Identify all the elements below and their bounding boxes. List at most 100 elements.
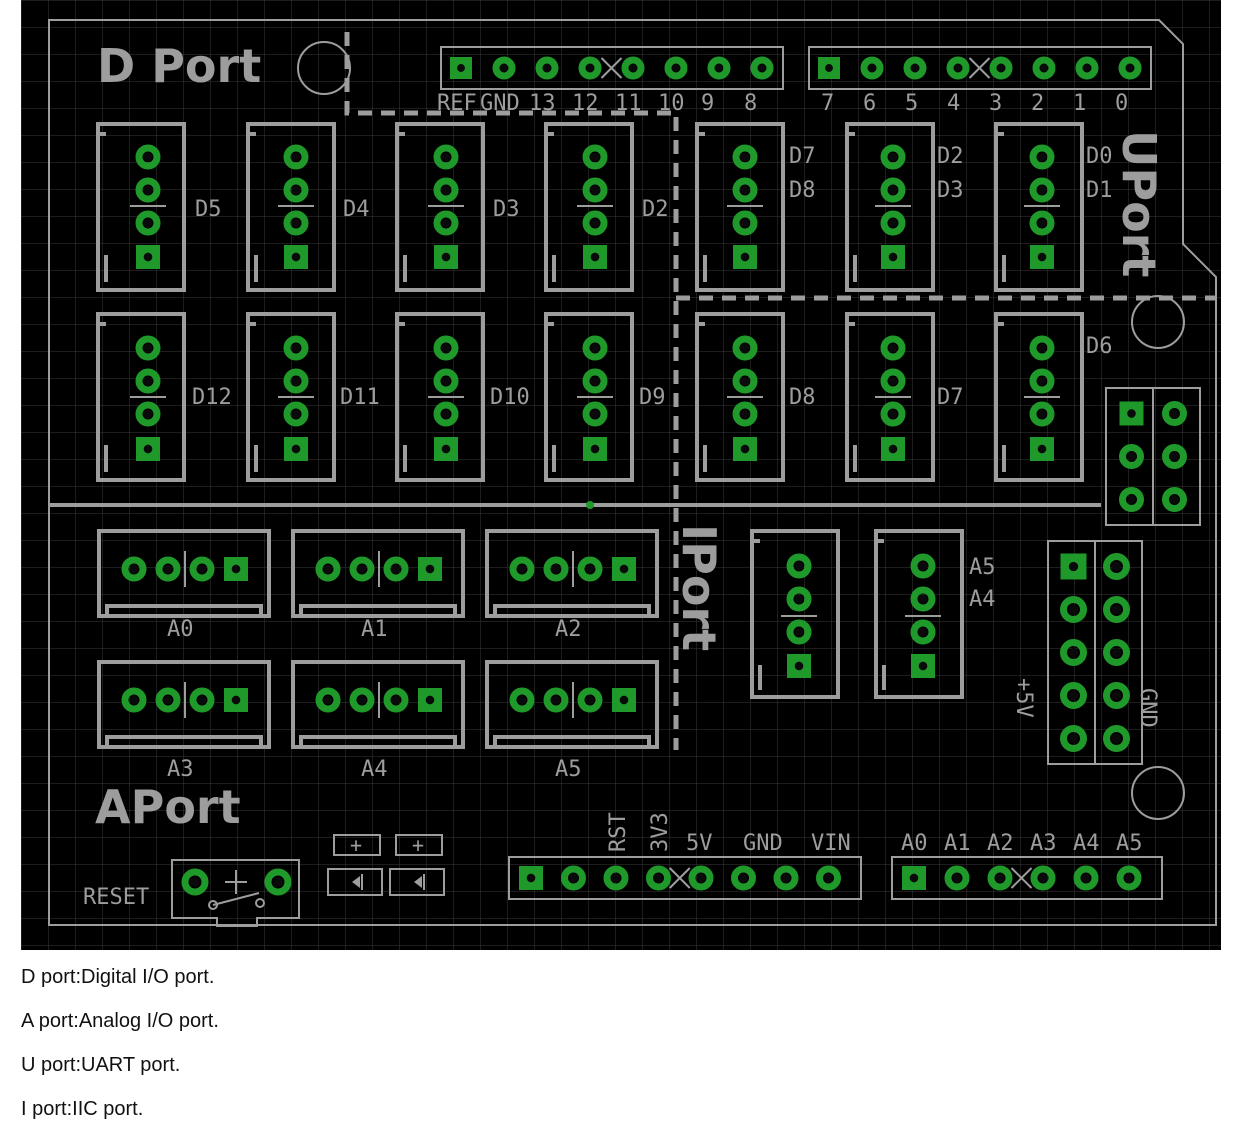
drill-hole — [143, 376, 153, 386]
connector-4pin — [695, 122, 785, 292]
drill-hole — [1037, 343, 1047, 353]
drill-hole — [143, 252, 153, 262]
pad-round — [155, 687, 181, 713]
drill-hole — [1127, 452, 1136, 461]
drill-hole — [1081, 873, 1091, 883]
bottom-header-label-A1: A1 — [944, 831, 971, 856]
drill-hole — [888, 444, 898, 454]
drill-hole — [696, 873, 706, 883]
connector-notch — [493, 735, 651, 747]
drill-hole — [590, 376, 600, 386]
pad-round — [582, 401, 608, 427]
description-a-port: A port:Analog I/O port. — [21, 1010, 219, 1032]
reset-switch-lever — [212, 892, 260, 906]
connector-notch — [546, 322, 556, 472]
drill-hole — [997, 64, 1005, 72]
drill-hole — [143, 343, 153, 353]
bottom-header-label-3V3: 3V3 — [648, 812, 673, 852]
drill-hole — [740, 343, 750, 353]
button-plus-mark: + — [412, 833, 424, 857]
connector-outline — [246, 312, 336, 482]
drill-hole — [740, 152, 750, 162]
connector-outline — [695, 122, 785, 292]
pin-cross — [1010, 867, 1033, 889]
d-connector-label-D5: D5 — [195, 197, 222, 222]
connector-notch — [248, 322, 258, 472]
pin-header-outline — [440, 46, 784, 90]
drill-hole — [1068, 733, 1079, 744]
drill-hole — [291, 252, 301, 262]
drill-hole — [585, 695, 595, 705]
pad-round — [880, 401, 906, 427]
pad-round — [315, 687, 341, 713]
top-header-label-12: 12 — [572, 91, 599, 116]
drill-hole — [517, 695, 527, 705]
pad-round — [750, 56, 774, 80]
pad-round — [283, 368, 309, 394]
grid — [21, 0, 1221, 950]
drill-hole — [357, 564, 367, 574]
drill-hole — [526, 873, 536, 883]
pad-round — [1103, 553, 1130, 580]
drill-hole — [1126, 64, 1134, 72]
drill-hole — [425, 695, 435, 705]
connector-outline — [96, 312, 186, 482]
connector-4pin — [96, 312, 186, 482]
drill-hole — [441, 409, 451, 419]
pad-round — [707, 56, 731, 80]
a-connector-label-A1: A1 — [361, 617, 388, 642]
top-header-label-9: 9 — [701, 91, 714, 116]
pad-round — [433, 401, 459, 427]
d-connector-label-D12: D12 — [192, 385, 232, 410]
drill-hole — [619, 564, 629, 574]
connector-4pin — [291, 529, 465, 618]
pin-header — [891, 856, 1163, 900]
drill-hole — [1037, 252, 1047, 262]
bottom-header-label-RST: RST — [606, 812, 631, 852]
bottom-header-label-A2: A2 — [987, 831, 1014, 856]
button-top-outline — [395, 834, 443, 856]
pad-round — [577, 687, 603, 713]
pin-header-outline — [891, 856, 1163, 900]
connector-outline — [750, 529, 840, 699]
connector-4pin — [246, 312, 336, 482]
pad-round — [1029, 401, 1055, 427]
drill-hole — [888, 185, 898, 195]
drill-hole — [794, 661, 804, 671]
pad-round — [582, 144, 608, 170]
pad-round — [1060, 596, 1087, 623]
drill-hole — [291, 444, 301, 454]
connector-notch — [697, 132, 707, 282]
drill-hole — [190, 877, 200, 887]
pad-round — [135, 368, 161, 394]
reset-label: RESET — [83, 885, 149, 910]
connector-notch — [847, 132, 857, 282]
drill-hole — [740, 376, 750, 386]
drill-hole — [619, 695, 629, 705]
d-port-boundary — [344, 32, 679, 750]
description-i-port: I port:IIC port. — [21, 1098, 144, 1120]
drill-hole — [323, 695, 333, 705]
drill-hole — [1068, 604, 1079, 615]
pad-round — [903, 56, 927, 80]
pad-round — [1032, 56, 1056, 80]
button-arrow — [352, 876, 360, 888]
connector-4pin — [994, 122, 1084, 292]
pad-round — [577, 556, 603, 582]
connector-notch — [105, 735, 263, 747]
connector-outline — [246, 122, 336, 292]
connector-outline — [994, 122, 1084, 292]
pad-round — [315, 556, 341, 582]
pad-round — [121, 556, 147, 582]
pad-round — [1162, 401, 1187, 426]
reset-switch-outline — [171, 859, 300, 927]
pad-round — [283, 144, 309, 170]
pad-round — [1103, 682, 1130, 709]
drill-hole — [1170, 409, 1179, 418]
drill-hole — [590, 252, 600, 262]
pad-round — [786, 619, 812, 645]
drill-hole — [1170, 452, 1179, 461]
drill-hole — [909, 873, 919, 883]
top-header-label-3: 3 — [989, 91, 1002, 116]
